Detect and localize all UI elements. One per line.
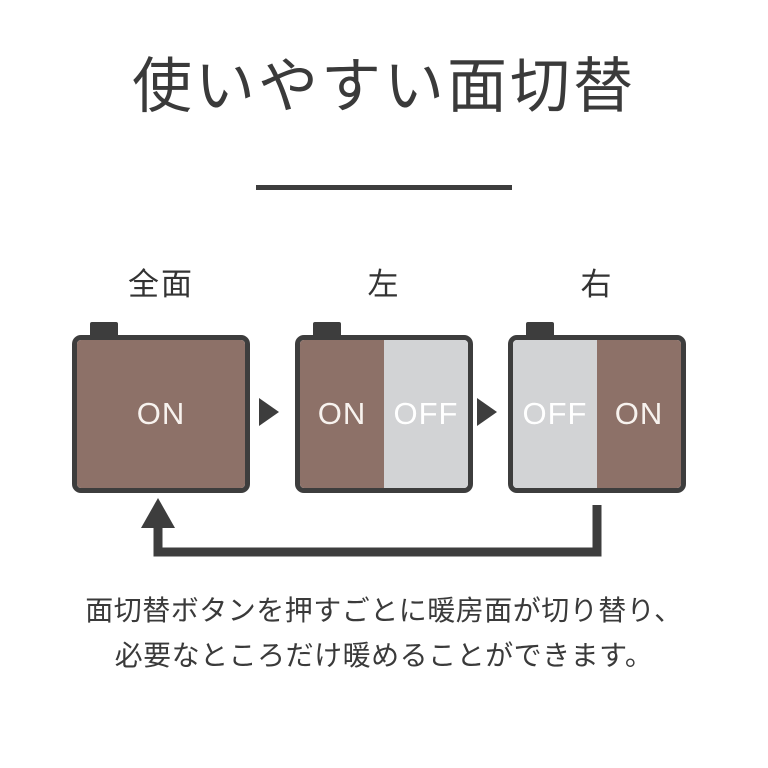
panel-full[interactable]: ON <box>72 335 250 493</box>
title-divider <box>256 185 512 190</box>
step-arrow-2-icon <box>477 398 497 426</box>
panel-tab-full <box>90 322 118 337</box>
description-text: 面切替ボタンを押すごとに暖房面が切り替り、 必要なところだけ暖めることができます… <box>0 588 768 679</box>
panel-label-left: 左 <box>367 267 401 302</box>
panel-label-right: 右 <box>580 267 614 302</box>
panel-right[interactable]: OFF ON <box>508 335 686 493</box>
page-title: 使いやすい面切替 <box>132 53 636 120</box>
zone-full-on: ON <box>77 340 245 488</box>
step-arrow-1-icon <box>259 398 279 426</box>
panel-label-full: 全面 <box>128 267 194 302</box>
description-line-1: 面切替ボタンを押すごとに暖房面が切り替り、 <box>85 595 683 626</box>
panel-left[interactable]: ON OFF <box>295 335 473 493</box>
zone-right-off: OFF <box>513 340 597 488</box>
zone-left-off: OFF <box>384 340 468 488</box>
panel-tab-left <box>313 322 341 337</box>
zone-right-on: ON <box>597 340 681 488</box>
description-line-2: 必要なところだけ暖めることができます。 <box>114 640 654 672</box>
zone-left-on: ON <box>300 340 384 488</box>
loop-back-arrow-icon <box>141 498 602 557</box>
panel-tab-right <box>526 322 554 337</box>
